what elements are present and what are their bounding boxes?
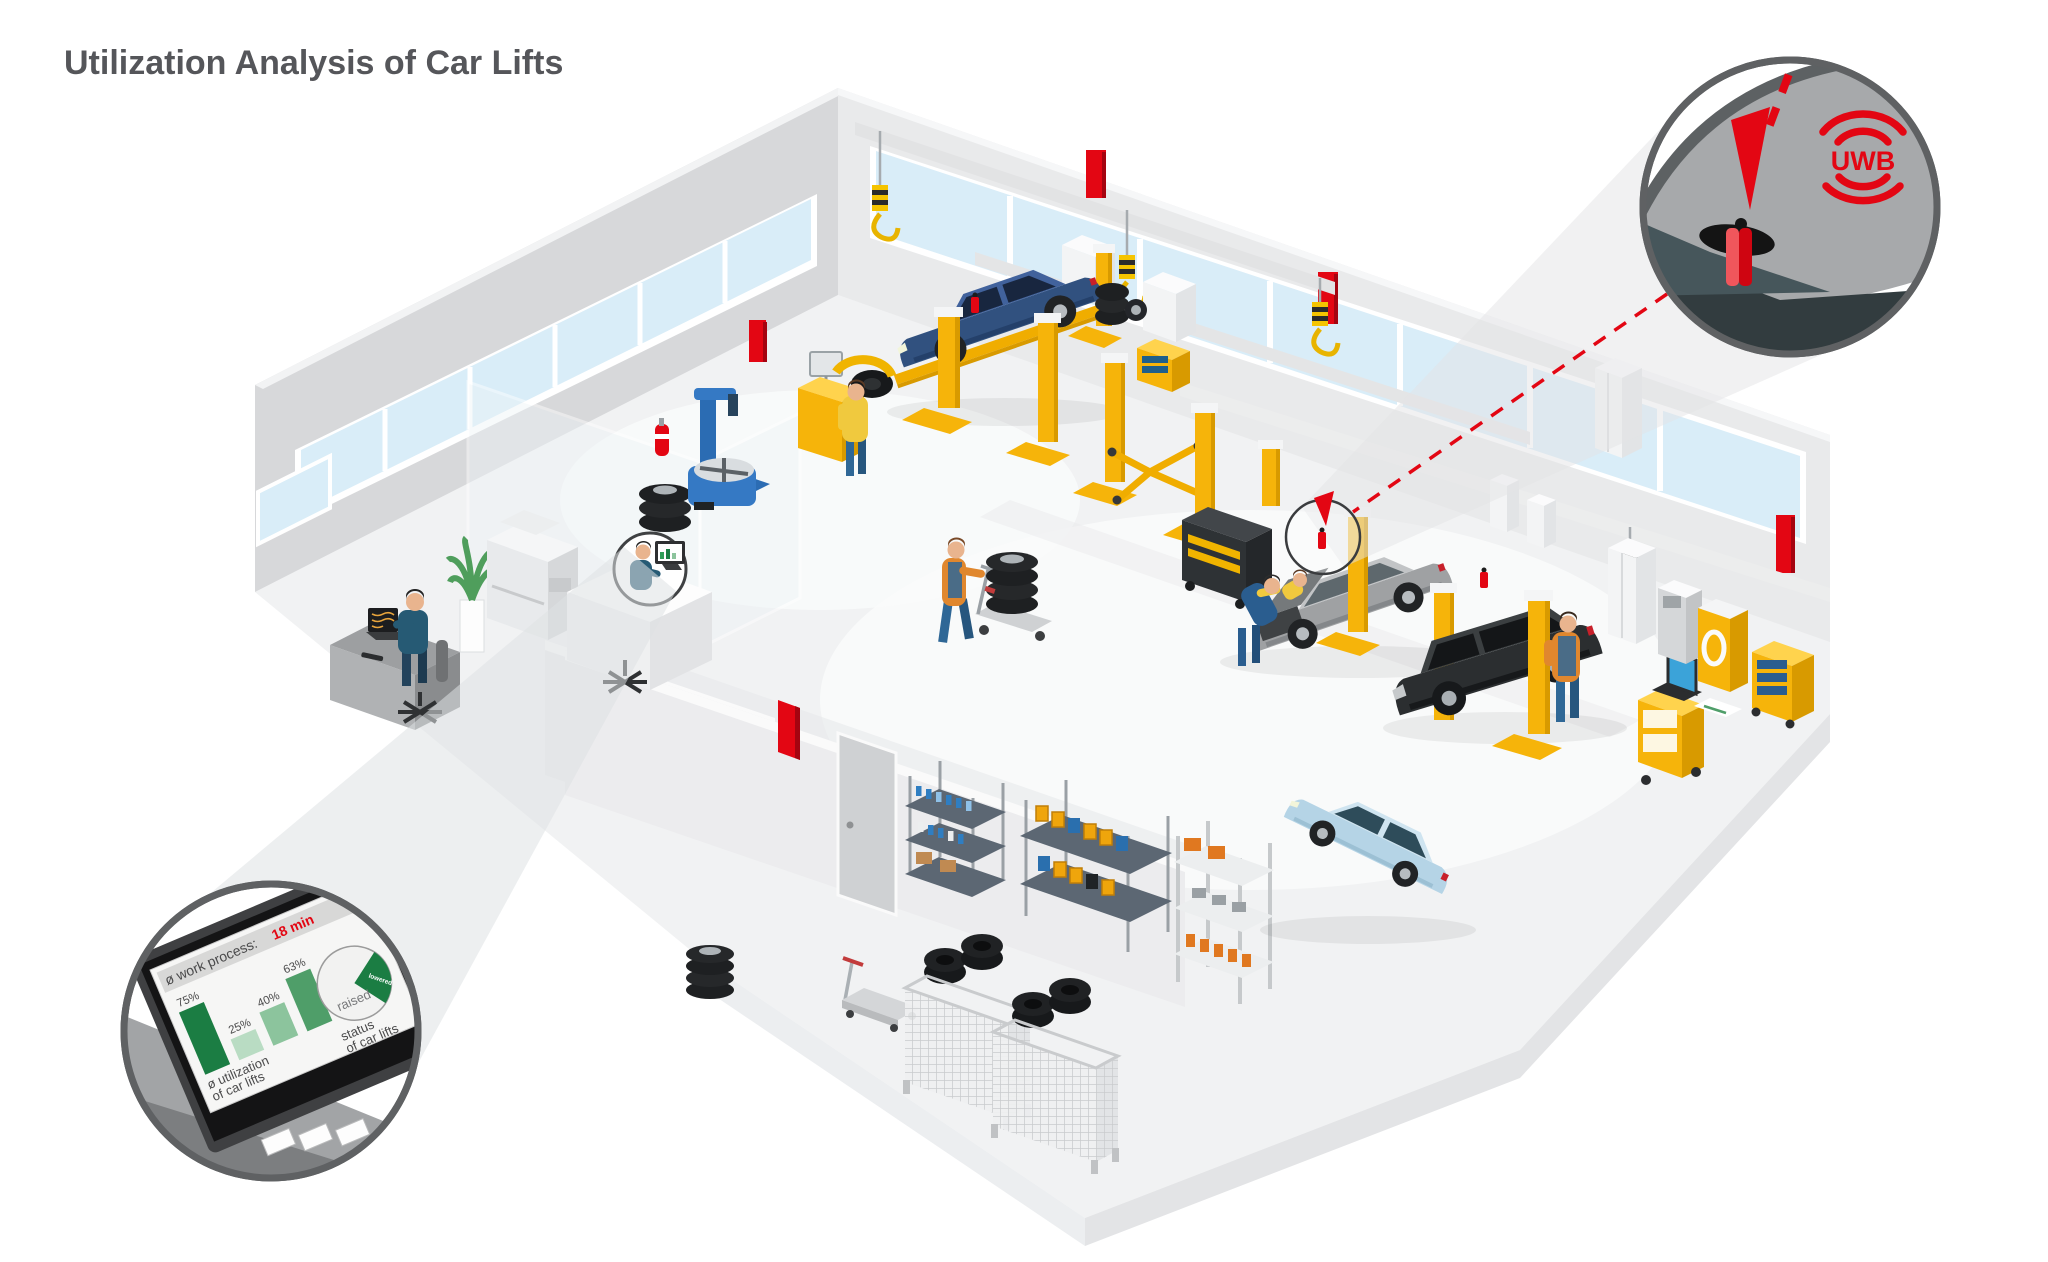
- storage-back-wall: [565, 650, 1185, 1007]
- car-lift-post: [1492, 590, 1562, 760]
- plant: [445, 535, 503, 653]
- fire-hose-cabinet: [749, 320, 767, 362]
- keyboard-keys: [260, 1117, 371, 1157]
- dashboard-shelf: [1643, 222, 1830, 296]
- bar: [178, 1002, 231, 1075]
- bottles: [916, 786, 972, 872]
- uwb-tag-zoomed: [1726, 228, 1752, 286]
- bar: [230, 1028, 265, 1061]
- tire-trolley: [975, 552, 1052, 641]
- window-mullions: [382, 241, 728, 471]
- papers: [1694, 698, 1742, 717]
- office-chair: [398, 640, 448, 724]
- car-lift-front-post: [902, 307, 972, 434]
- oil-service-machine: [1698, 599, 1748, 692]
- interior-door: [836, 730, 898, 918]
- tire-stack: [1095, 283, 1147, 325]
- office-worker: [393, 589, 428, 686]
- bar: [285, 968, 333, 1032]
- bar: [259, 1002, 299, 1046]
- mechanic-carrying-tire: [832, 355, 897, 476]
- taillight: [1437, 563, 1446, 572]
- taillight: [1586, 625, 1595, 636]
- empty-car-lift: [1163, 403, 1283, 548]
- shop-machine: [1658, 580, 1702, 664]
- engine-bay: [1255, 606, 1305, 642]
- arrow-down-icon: [1731, 107, 1770, 210]
- mechanic-at-wheel: [1544, 611, 1580, 722]
- machine-panel: [1663, 596, 1681, 608]
- dashed-pointer: [1764, 60, 1805, 132]
- copier-panel: [549, 578, 571, 592]
- pie-slice-lowered: [354, 952, 392, 1004]
- shelf-parts: [1174, 821, 1274, 1004]
- status-pie-chart: raised lowered: [316, 945, 393, 1021]
- orange-machine: [1184, 838, 1201, 851]
- tire-stack: [639, 484, 691, 532]
- fire-extinguisher: [655, 418, 669, 456]
- taillight: [1089, 277, 1098, 286]
- tool-cart-yellow: [1137, 339, 1190, 392]
- monitor-callout: ø work process: 18 min 75%25%40%63% ø ut…: [120, 880, 422, 1182]
- desk-phone: [361, 652, 384, 662]
- shelf-canisters: [1020, 780, 1172, 952]
- car-lightblue-hatchback: [1283, 799, 1449, 895]
- hose: [1701, 629, 1727, 667]
- tire-changer-machine: [688, 388, 770, 510]
- back-left-wall: [255, 88, 846, 592]
- plant-leaves: [445, 535, 503, 602]
- crane-hook: [871, 131, 901, 242]
- oil-canisters: [1035, 805, 1128, 896]
- lift-arms: [1110, 442, 1202, 503]
- dashboard-monitor: ø work process: 18 min 75%25%40%63% ø ut…: [130, 887, 415, 1157]
- fire-hose-cabinet: [1776, 515, 1795, 573]
- fire-hose-cabinet: [778, 700, 800, 760]
- locker-cabinet: [1608, 538, 1656, 644]
- crane-hook: [1311, 278, 1341, 357]
- uwb-tag: [1318, 532, 1326, 549]
- shelf-bottles: [905, 761, 1006, 897]
- uwb-tag-highlight-circle: [1284, 491, 1362, 576]
- uwb-label: UWB: [1831, 146, 1895, 176]
- taillight: [1440, 872, 1449, 882]
- tire-stack: [686, 945, 734, 999]
- worker-pushing-tires: [938, 537, 1052, 643]
- office-laptop: [366, 608, 408, 640]
- copier-lid: [500, 510, 560, 535]
- drawer-cabinet: [1751, 641, 1814, 729]
- reception-monitor: [655, 541, 685, 570]
- fire-hose-cabinet: [1086, 150, 1106, 198]
- mechanic-at-hood: [1238, 574, 1281, 666]
- arrow-down-icon: [1314, 491, 1334, 526]
- car-shadow: [1260, 916, 1476, 944]
- headlight: [1289, 800, 1300, 808]
- window-small: [256, 452, 332, 548]
- fender-cover: [832, 355, 897, 378]
- uwb-tag-on-car: [971, 292, 979, 313]
- wall-cabinet: [1143, 272, 1196, 342]
- page-title: Utilization Analysis of Car Lifts: [64, 44, 563, 82]
- headlight: [897, 342, 908, 355]
- dashboard-header: [156, 887, 368, 993]
- wall-cabinet: [1527, 494, 1556, 548]
- mechanic-leaning-engine: [1282, 569, 1307, 600]
- uwb-tag-on-car: [1480, 567, 1488, 588]
- uwb-signal-icon: [1819, 110, 1907, 205]
- orange-machine: [1208, 846, 1225, 859]
- laptop-screen-content: [371, 611, 395, 629]
- uwb-dashed-connector: [1352, 292, 1668, 514]
- door-handle-icon: [846, 821, 854, 829]
- grille: [1392, 684, 1407, 701]
